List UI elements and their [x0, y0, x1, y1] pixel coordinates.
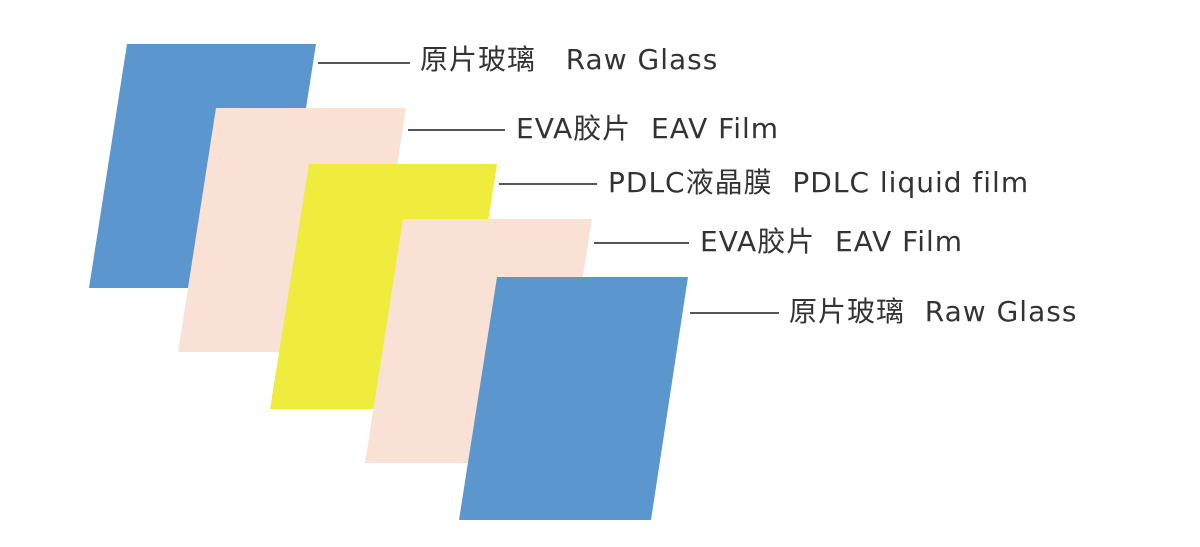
raw-glass-sheet-bottom — [459, 277, 688, 520]
layer-label-eva-film-lower: EVA胶片 EAV Film — [700, 225, 964, 258]
layer-label-pdlc-film: PDLC液晶膜 PDLC liquid film — [608, 166, 1030, 199]
layer-label-raw-glass-top: 原片玻璃 Raw Glass — [420, 43, 719, 76]
layer-label-eva-film-upper: EVA胶片 EAV Film — [516, 112, 780, 145]
layer-label-raw-glass-bottom: 原片玻璃 Raw Glass — [789, 295, 1078, 328]
